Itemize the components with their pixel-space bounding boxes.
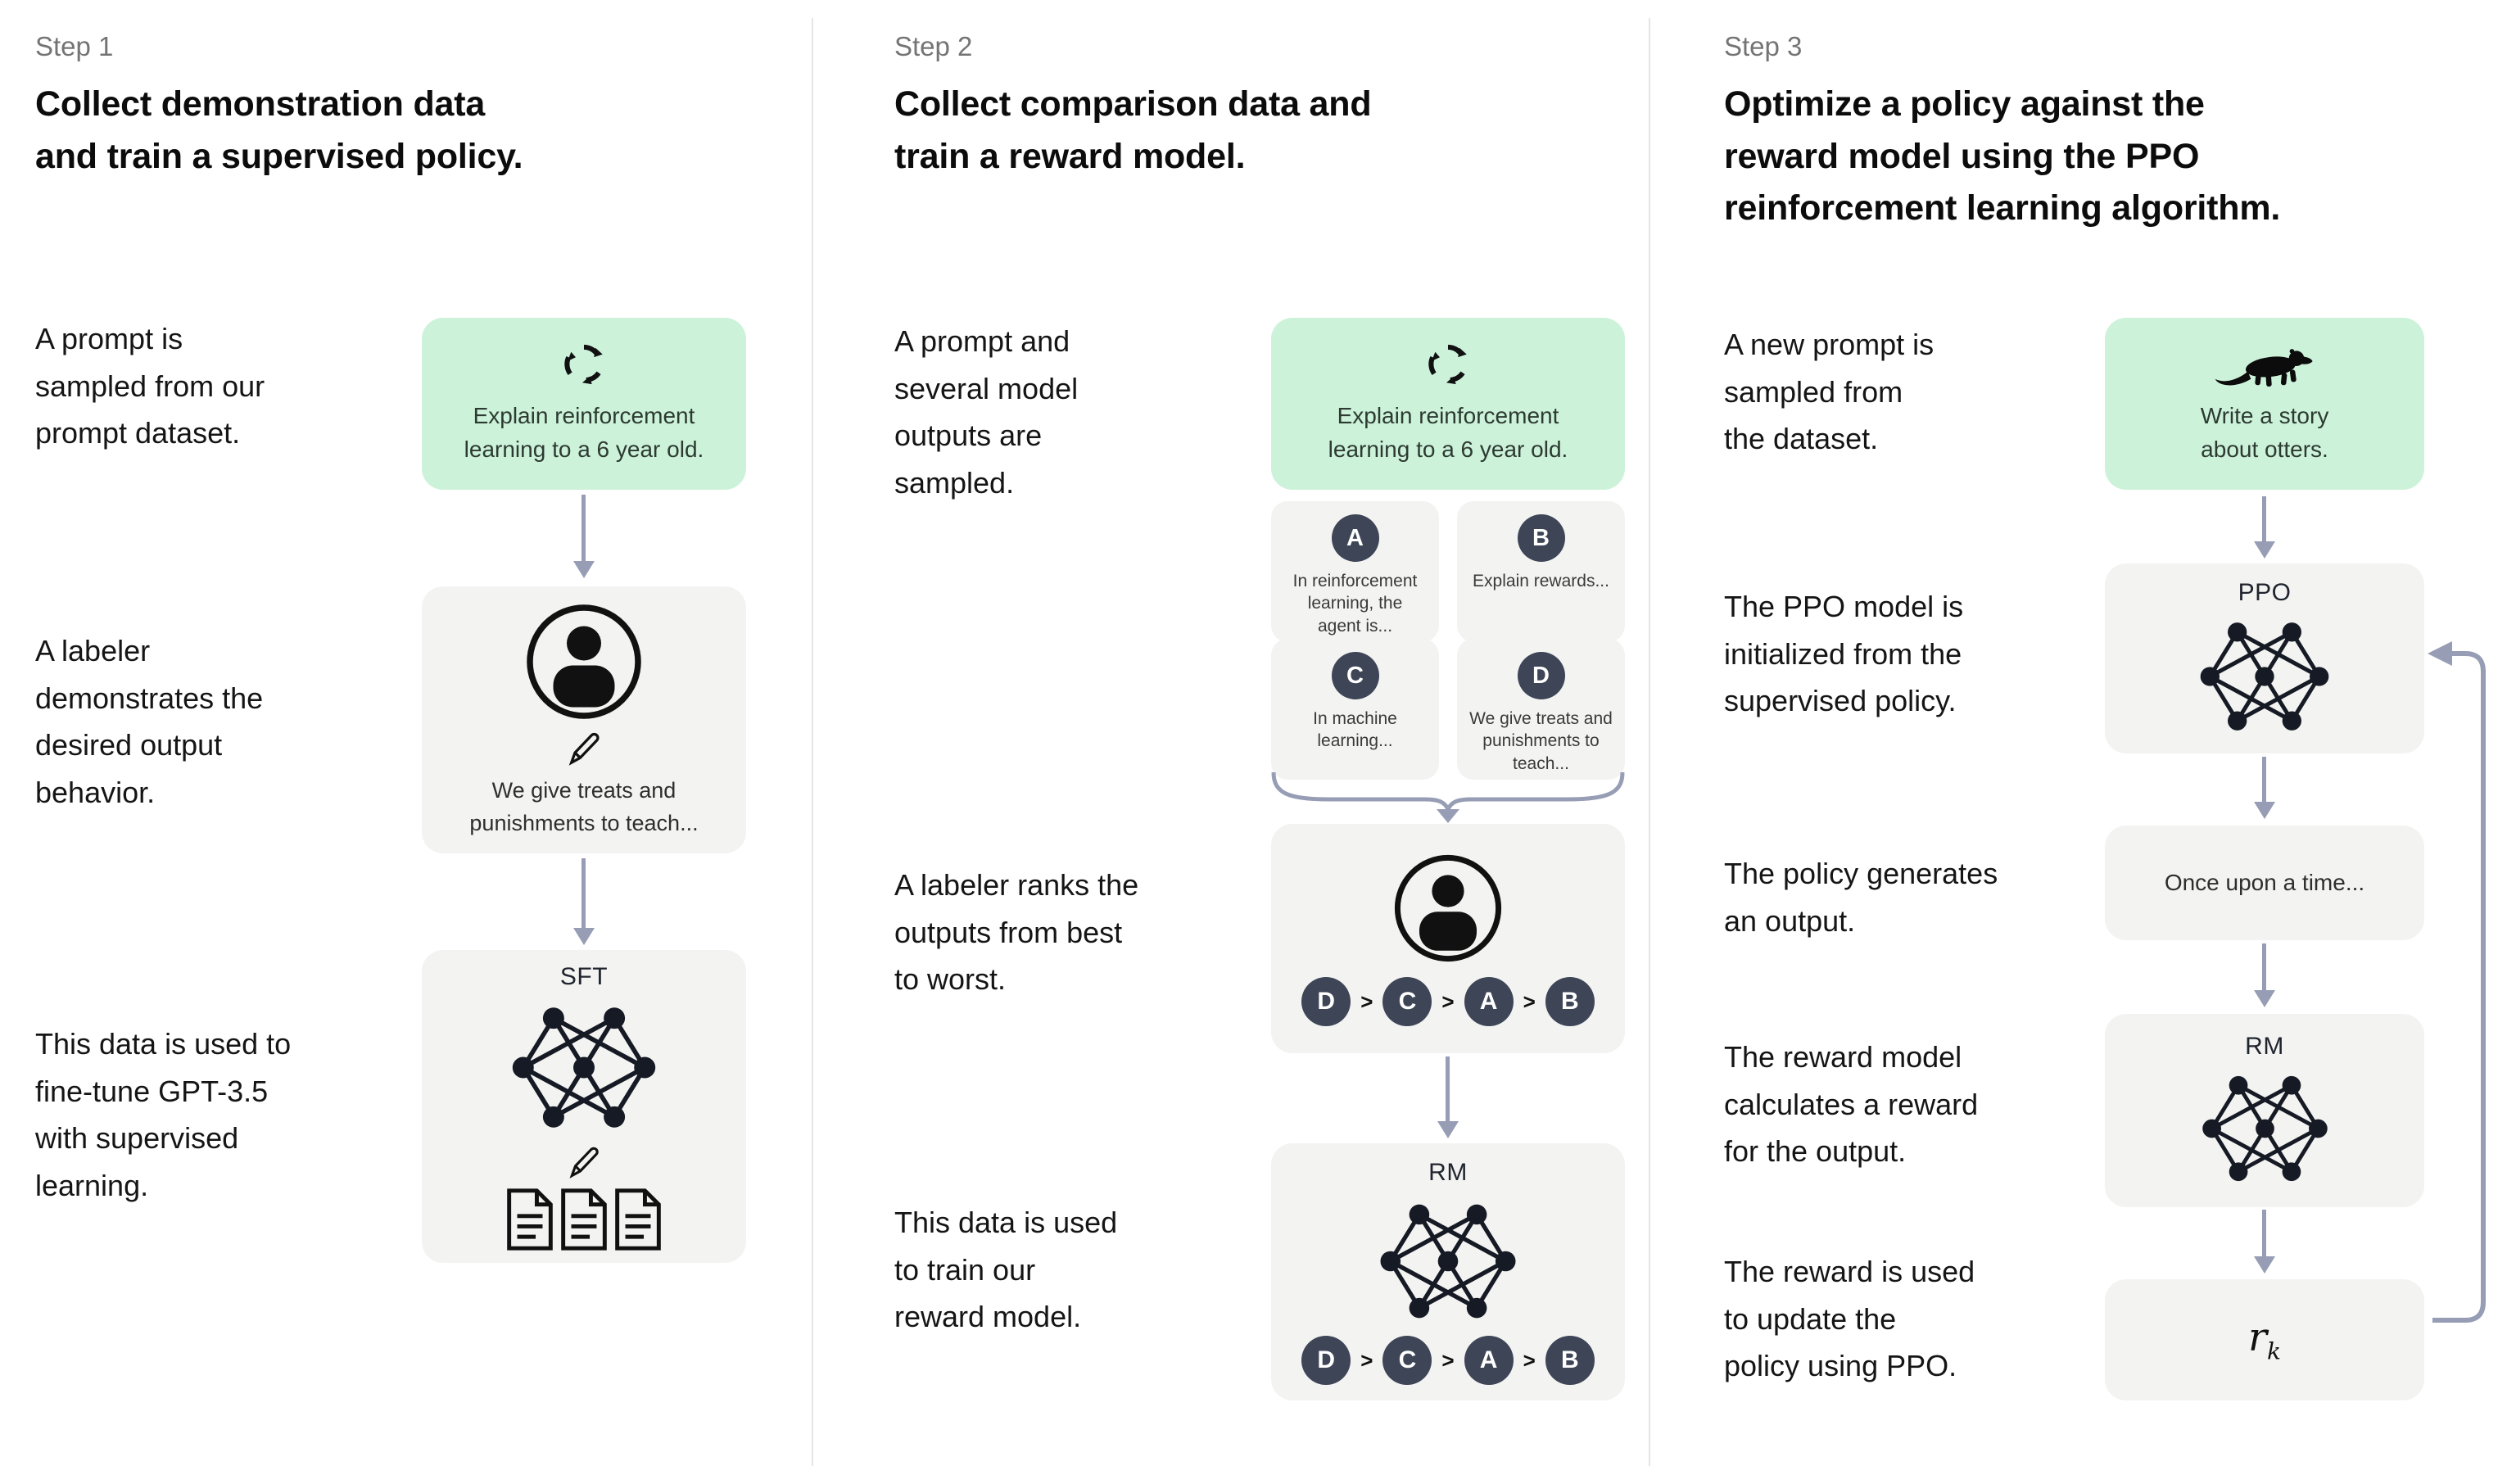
cycle-icon <box>561 341 607 387</box>
otter-icon <box>2211 341 2318 391</box>
arrow-down-icon <box>2262 757 2266 803</box>
rank-badge-3: A <box>1464 977 1514 1026</box>
step3-ppo-model-box: PPO <box>2105 563 2424 753</box>
column-divider-1 <box>812 18 813 1466</box>
policy-output-text: Once upon a time... <box>2164 870 2365 895</box>
rank-badge-2: C <box>1382 977 1432 1026</box>
neural-network-icon <box>502 999 666 1136</box>
rank-separator: > <box>1441 1347 1455 1373</box>
person-icon <box>523 600 645 723</box>
output-text-d: We give treats and punishments to teach.… <box>1469 709 1613 773</box>
rank-badge-4: B <box>1545 977 1595 1026</box>
output-badge-c: C <box>1331 652 1379 699</box>
step3-label: Step 3 <box>1724 31 1803 61</box>
arrow-down-icon <box>2262 943 2266 991</box>
output-card-b: B Explain rewards... <box>1457 501 1625 642</box>
step3-reward-box: rk <box>2105 1279 2424 1400</box>
pencil-icon <box>566 1144 602 1180</box>
column-divider-2 <box>1649 18 1650 1466</box>
output-text-b: Explain rewards... <box>1473 572 1609 590</box>
feedback-loop-arrow-icon <box>2408 631 2516 1351</box>
step1-label: Step 1 <box>35 31 114 61</box>
output-badge-d: D <box>1517 652 1565 699</box>
step2-prompt-box: Explain reinforcement learning to a 6 ye… <box>1271 318 1625 490</box>
step2-label: Step 2 <box>894 31 973 61</box>
step2-caption-labeler: A labeler ranks the outputs from best to… <box>894 868 1139 997</box>
neural-network-icon <box>1370 1197 1526 1326</box>
rank-separator: > <box>1360 1347 1373 1373</box>
arrow-down-icon <box>581 858 586 929</box>
step2-caption-data: This data is used to train our reward mo… <box>894 1206 1118 1334</box>
step3-prompt-box: Write a story about otters. <box>2105 318 2424 490</box>
step2-title: Collect comparison data and train a rewa… <box>894 84 1372 176</box>
rank-separator: > <box>1360 989 1373 1014</box>
rank-separator: > <box>1441 989 1455 1014</box>
step2-prompt-text: Explain reinforcement learning to a 6 ye… <box>1328 403 1568 462</box>
ppo-label: PPO <box>2238 579 2292 606</box>
brace-converge-arrow-icon <box>1271 770 1625 824</box>
step1-prompt-box: Explain reinforcement learning to a 6 ye… <box>422 318 746 490</box>
step3-output-box: Once upon a time... <box>2105 826 2424 940</box>
step2-rm-model-box: RM D > C > A <box>1271 1143 1625 1400</box>
cycle-icon <box>1425 341 1471 387</box>
rm-label: RM <box>2245 1033 2284 1060</box>
documents-icon <box>505 1188 663 1251</box>
step3-title: Optimize a policy against the reward mod… <box>1724 84 2281 228</box>
step1-caption-prompt: A prompt is sampled from our prompt data… <box>35 322 265 450</box>
sft-label: SFT <box>559 962 609 990</box>
rank-badge-1: D <box>1301 977 1351 1026</box>
output-card-d: D We give treats and punishments to teac… <box>1457 639 1625 780</box>
ranking-row: D > C > A > B <box>1301 1336 1595 1385</box>
step3-prompt-text: Write a story about otters. <box>2200 403 2329 462</box>
step1-title: Collect demonstration data and train a s… <box>35 84 523 176</box>
output-badge-a: A <box>1331 514 1379 562</box>
step1-caption-data: This data is used to fine-tune GPT-3.5 w… <box>35 1027 292 1202</box>
step3-caption-prompt: A new prompt is sampled from the dataset… <box>1724 328 1935 456</box>
rank-badge-4: B <box>1545 1336 1595 1385</box>
arrow-down-icon <box>581 495 586 562</box>
arrow-down-icon <box>2262 1210 2266 1257</box>
arrow-down-icon <box>1446 1056 1450 1122</box>
output-text-c: In machine learning... <box>1313 709 1397 751</box>
step1-labeler-box: We give treats and punishments to teach.… <box>422 586 746 853</box>
step1-sft-model-box: SFT <box>422 950 746 1263</box>
neural-network-icon <box>2193 1069 2337 1188</box>
neural-network-icon <box>2191 615 2338 738</box>
rm-label: RM <box>1428 1159 1468 1186</box>
arrow-down-icon <box>2262 496 2266 542</box>
step3-caption-reward: The reward model calculates a reward for… <box>1724 1040 1979 1169</box>
rank-separator: > <box>1523 1347 1536 1373</box>
output-card-c: C In machine learning... <box>1271 639 1439 780</box>
output-text-a: In reinforcement learning, the agent is.… <box>1292 572 1418 636</box>
step1-prompt-text: Explain reinforcement learning to a 6 ye… <box>464 403 704 462</box>
step3-caption-output: The policy generates an output. <box>1724 857 1998 938</box>
reward-value: rk <box>2248 1314 2281 1365</box>
step1-caption-labeler: A labeler demonstrates the desired outpu… <box>35 634 264 809</box>
ranking-row: D > C > A > B <box>1301 977 1595 1026</box>
output-card-a: A In reinforcement learning, the agent i… <box>1271 501 1439 642</box>
rank-separator: > <box>1523 989 1536 1014</box>
rank-badge-1: D <box>1301 1336 1351 1385</box>
step1-demonstration-text: We give treats and punishments to teach.… <box>469 777 699 836</box>
step2-caption-prompt: A prompt and several model outputs are s… <box>894 324 1079 500</box>
person-icon <box>1391 851 1505 966</box>
output-badge-b: B <box>1517 514 1565 562</box>
rank-badge-3: A <box>1464 1336 1514 1385</box>
rank-badge-2: C <box>1382 1336 1432 1385</box>
step2-labeler-box: D > C > A > B <box>1271 824 1625 1053</box>
step3-caption-init: The PPO model is initialized from the su… <box>1724 590 1964 718</box>
step3-caption-update: The reward is used to update the policy … <box>1724 1255 1975 1383</box>
pencil-icon <box>565 730 603 767</box>
step3-rm-model-box: RM <box>2105 1014 2424 1207</box>
